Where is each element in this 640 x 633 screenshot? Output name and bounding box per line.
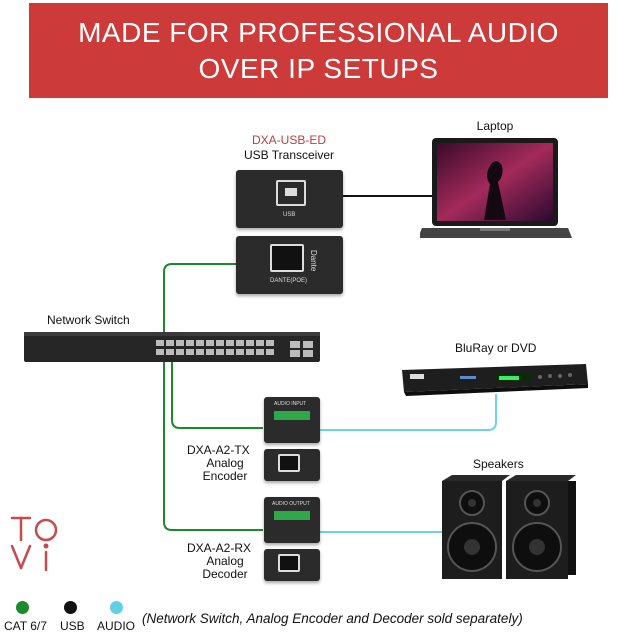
encoder-audio-unit: AUDIO INPUT — [264, 397, 320, 443]
decoder-type: Analog — [206, 554, 244, 568]
ethernet-port-icon — [278, 454, 300, 472]
audio-cable-bluray-to-encoder — [320, 394, 497, 431]
decoder-panel-label: AUDIO OUTPUT — [272, 501, 310, 507]
decoder-dante-unit — [264, 549, 320, 581]
bluray-label: BluRay or DVD — [455, 341, 537, 355]
usb-port-label: USB — [283, 212, 296, 218]
encoder-name: Encoder — [202, 469, 248, 483]
decoder-audio-unit: AUDIO OUTPUT — [264, 497, 320, 543]
decoder-name: Decoder — [202, 567, 248, 581]
dante-logo: Dante — [309, 250, 318, 272]
usb-transceiver-dante-unit: DANTE(POE) Dante — [236, 236, 343, 294]
ethernet-port-icon — [278, 554, 300, 572]
dante-poe-label: DANTE(POE) — [270, 278, 308, 284]
title-line-2: OVER IP SETUPS — [198, 52, 439, 84]
audio-terminal-block — [274, 511, 310, 520]
usb-transceiver-usb-unit: USB — [236, 170, 343, 228]
legend-audio-dot — [110, 601, 123, 614]
laptop-label: Laptop — [476, 119, 514, 133]
network-switch-icon — [24, 332, 320, 362]
cat-cable-dante-to-switch — [163, 263, 237, 335]
cat-cable-switch-to-encoder — [171, 360, 263, 429]
legend-usb-label: USB — [60, 619, 85, 633]
tovi-logo — [10, 516, 58, 572]
audio-terminal-block — [274, 411, 310, 420]
speakers-label: Speakers — [473, 457, 524, 471]
speakers-icon — [442, 475, 576, 579]
encoder-panel-label: AUDIO INPUT — [274, 401, 307, 407]
legend-cat-label: CAT 6/7 — [4, 619, 47, 633]
usb-port-icon — [276, 180, 306, 206]
footer-note: (Network Switch, Analog Encoder and Deco… — [142, 611, 523, 626]
title-line-1: MADE FOR PROFESSIONAL AUDIO — [78, 16, 559, 48]
usb-transceiver-model: DXA-USB-ED — [251, 133, 326, 147]
speaker-right — [506, 475, 576, 579]
encoder-dante-unit — [264, 449, 320, 481]
laptop-icon — [420, 138, 572, 238]
title-banner: MADE FOR PROFESSIONAL AUDIO OVER IP SETU… — [29, 3, 608, 98]
encoder-model: DXA-A2-TX — [187, 443, 250, 457]
ethernet-port-icon — [270, 244, 304, 272]
encoder-type: Analog — [206, 456, 244, 470]
cat-cable-switch-to-decoder — [163, 360, 263, 531]
legend-audio-label: AUDIO — [97, 619, 136, 633]
decoder-model: DXA-A2-RX — [187, 541, 252, 555]
network-switch-label: Network Switch — [47, 313, 130, 327]
legend-cat-dot — [16, 601, 29, 614]
bluray-player-icon — [402, 364, 588, 396]
speaker-left — [442, 475, 510, 579]
legend-usb-dot — [64, 601, 77, 614]
usb-transceiver-name: USB Transceiver — [243, 148, 335, 162]
